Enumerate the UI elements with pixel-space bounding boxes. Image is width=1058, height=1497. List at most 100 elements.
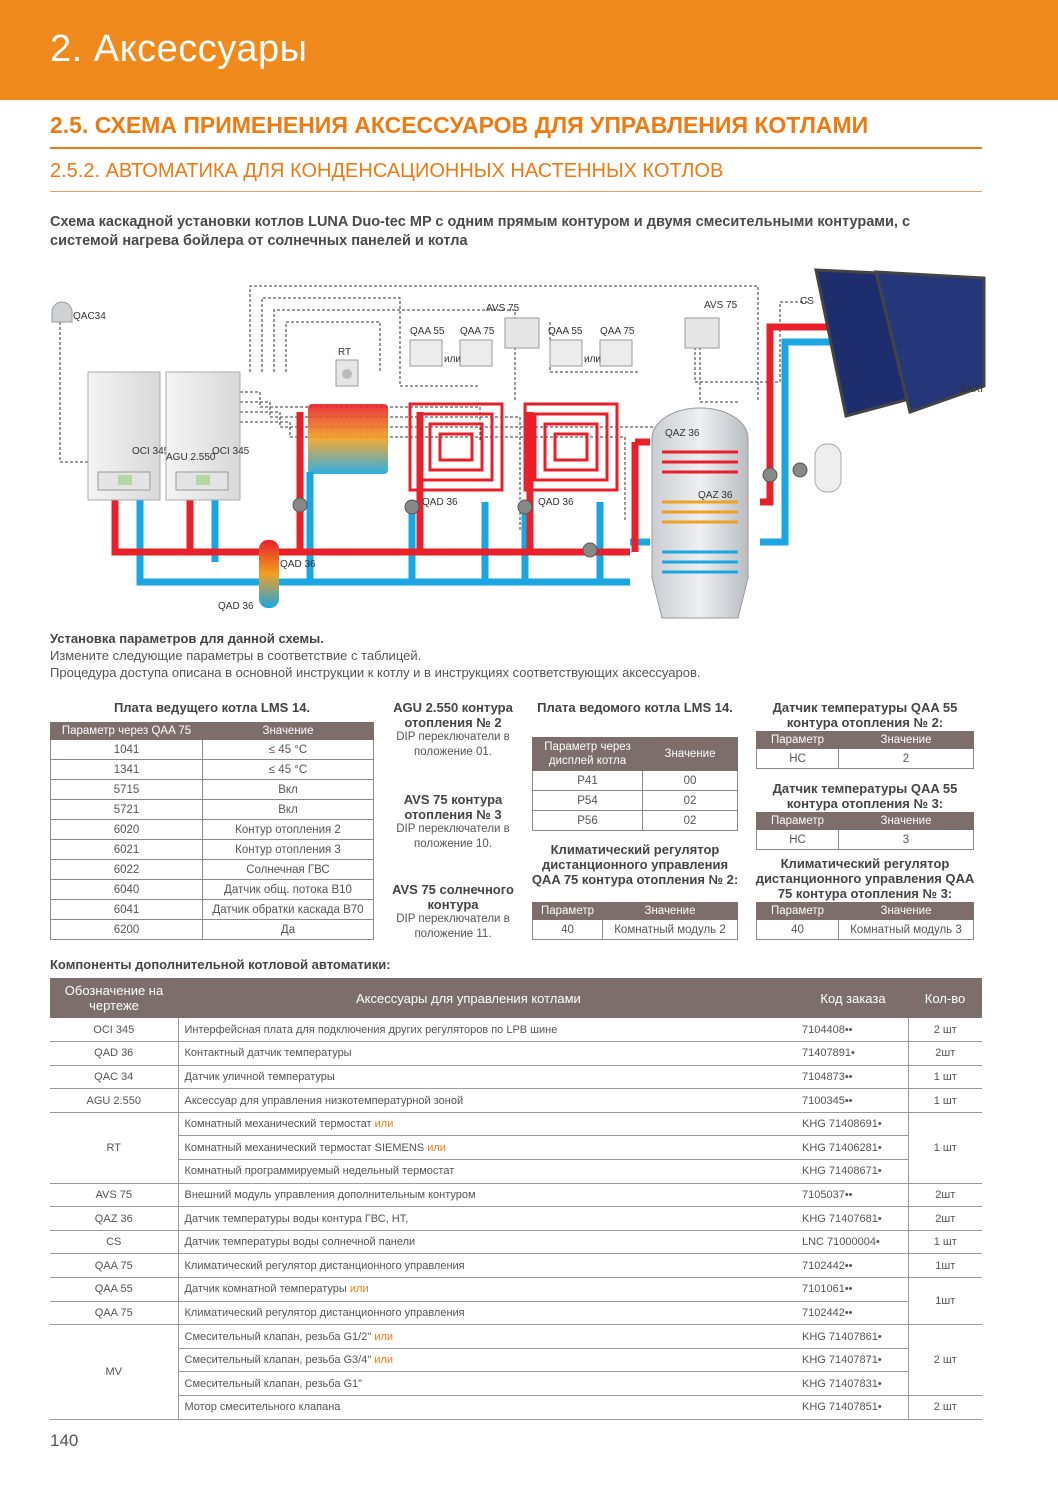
component-desc: Смесительный клапан, резьба G1/2" или	[178, 1324, 798, 1349]
qaa75-c3-col-param: Параметр	[756, 902, 839, 920]
component-desc-text: Контактный датчик температуры	[184, 1047, 352, 1060]
param-cell: P54	[532, 790, 643, 811]
param-cell: 5715	[50, 779, 203, 800]
floor-circuit-3	[523, 402, 619, 492]
value-cell: 2	[838, 748, 974, 769]
param-cell: 40	[756, 919, 839, 940]
component-qty: 1шт	[907, 1277, 982, 1326]
qaa55-c2-col-value: Значение	[838, 731, 974, 749]
svg-text:QAD 36: QAD 36	[422, 497, 458, 508]
dhw-tank: QAZ 36 QAZ 36	[651, 407, 749, 619]
component-desc: Комнатный программируемый недельный терм…	[178, 1159, 798, 1184]
component-code: 7104873••	[798, 1065, 908, 1090]
value-cell: 02	[642, 790, 738, 811]
component-mark: QAZ 36	[50, 1206, 179, 1231]
component-desc-text: Датчик комнатной температуры	[184, 1283, 347, 1296]
component-desc: Смесительный клапан, резьба G1"	[178, 1371, 798, 1396]
avs75-module-3: AVS 75	[486, 303, 540, 349]
chapter-banner: 2. Аксессуары	[0, 0, 1058, 100]
component-code: 7105037••	[798, 1183, 908, 1208]
or-word: или	[427, 1141, 446, 1154]
svg-text:CS: CS	[800, 296, 814, 307]
component-mark: QAD 36	[50, 1041, 179, 1066]
lms-slave-col-value: Значение	[642, 737, 738, 771]
component-code: 7102442••	[798, 1301, 908, 1326]
component-qty: 2шт	[907, 1206, 982, 1231]
value-cell: Вкл	[202, 799, 374, 820]
svg-text:или: или	[584, 354, 601, 365]
component-desc-text: Датчик уличной температуры	[184, 1070, 335, 1083]
qaa75-c2-col-value: Значение	[602, 902, 738, 920]
component-desc: Датчик температуры воды контура ГВС, НТ,	[178, 1206, 798, 1231]
component-desc-text: Климатический регулятор дистанционного у…	[184, 1306, 465, 1319]
svg-text:QAD 36: QAD 36	[538, 497, 574, 508]
svg-text:QAA 55: QAA 55	[548, 326, 583, 337]
svg-text:OCI 345: OCI 345	[212, 446, 250, 457]
component-code: KHG 71408691•	[798, 1112, 908, 1137]
component-desc-text: Датчик температуры воды солнечной панели	[184, 1236, 416, 1249]
component-code: 7101061••	[798, 1277, 908, 1302]
qaa75-c3-col-value: Значение	[838, 902, 974, 920]
scheme-caption: Схема каскадной установки котлов LUNA Du…	[50, 214, 911, 249]
component-row: Комнатный программируемый недельный терм…	[50, 1159, 982, 1184]
expansion-vessel	[792, 443, 842, 493]
sensor-qac34: QAC34	[51, 301, 106, 323]
parameters-heading: Установка параметров для данной схемы.	[50, 631, 324, 646]
component-code: LNC 71000004•	[798, 1230, 908, 1255]
or-word: или	[374, 1118, 394, 1131]
value-cell: 00	[642, 770, 738, 791]
component-row: Комнатный механический термостат SIEMENS…	[50, 1135, 982, 1161]
or-word: или	[374, 1354, 394, 1367]
or-word: или	[374, 1330, 394, 1343]
hydraulic-separator: QAD 36 QAD 36	[218, 540, 316, 612]
cascade-scheme-diagram: QAC34 OCI 345 AGU 2.550 OCI 345 RT QAA	[51, 268, 986, 619]
value-cell: Вкл	[202, 779, 374, 800]
param-cell: P41	[532, 770, 643, 791]
component-desc: Климатический регулятор дистанционного у…	[178, 1301, 798, 1326]
qaa75-c3-title: Климатический регулятор дистанционного у…	[755, 856, 975, 901]
component-desc-text: Датчик температуры воды контура ГВС, НТ,	[184, 1212, 409, 1225]
component-desc-text: Смесительный клапан, резьба G1"	[184, 1377, 363, 1390]
value-cell: Да	[202, 919, 374, 940]
svg-text:AGU 2.550: AGU 2.550	[166, 452, 216, 463]
component-qty: 1 шт	[907, 1230, 982, 1255]
solar-panels: CS BAXI	[800, 268, 986, 418]
component-code: 7100345••	[798, 1088, 908, 1113]
qaa75-c2-title: Климатический регулятор дистанционного у…	[531, 842, 739, 887]
svg-text:RT: RT	[338, 347, 351, 358]
section-subtitle: 2.5.2. АВТОМАТИКА ДЛЯ КОНДЕНСАЦИОННЫХ НА…	[50, 160, 982, 192]
avs75-c3-note-text: DIP переключатели в положение 10.	[396, 823, 510, 850]
lms-master-title: Плата ведущего котла LMS 14.	[113, 700, 311, 715]
value-cell: Датчик обратки каскада B70	[202, 899, 374, 920]
value-cell: Комнатный модуль 3	[838, 919, 974, 940]
component-desc: Смесительный клапан, резьба G3/4" или	[178, 1348, 798, 1373]
lms-master-table: Параметр через QAA 75 Значение 1041≤ 45 …	[50, 722, 374, 940]
component-desc: Мотор смесительного клапана	[178, 1395, 798, 1420]
components-title: Компоненты дополнительной котловой автом…	[50, 957, 391, 972]
component-desc: Датчик комнатной температуры или	[178, 1277, 798, 1302]
parameters-line-1: Измените следующие параметры в соответст…	[50, 648, 422, 663]
value-cell: Контур отопления 3	[202, 839, 374, 860]
param-cell: 6022	[50, 859, 203, 880]
component-code: 71407891•	[798, 1041, 908, 1066]
components-col-code: Код заказа	[798, 978, 908, 1018]
component-qty: 1 шт	[907, 1065, 982, 1090]
component-desc: Контактный датчик температуры	[178, 1041, 798, 1066]
svg-text:QAD 36: QAD 36	[218, 601, 254, 612]
param-cell: 1341	[50, 759, 203, 780]
avs75-solar-note: AVS 75 солнечного контура DIP переключат…	[382, 882, 524, 942]
component-desc: Аксессуар для управления низкотемператур…	[178, 1088, 798, 1113]
